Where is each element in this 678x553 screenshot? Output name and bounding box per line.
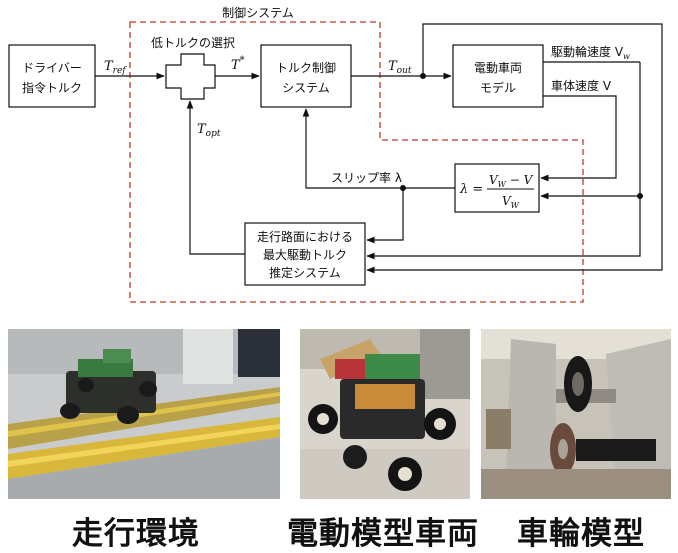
estimator-line2: 最大駆動トルク [263, 248, 347, 262]
slip-to-estimator [366, 188, 404, 244]
topt-label: Topt [197, 122, 221, 139]
lambda-lhs: λ = [459, 182, 483, 197]
vehicle-block-line2: モデル [480, 80, 516, 95]
electric-model-vehicle-photo [300, 329, 470, 499]
body-speed-line [540, 95, 617, 182]
caption-electric-model-vehicle: 電動模型車両 [287, 516, 479, 552]
max-torque-estimator-block [244, 222, 366, 286]
tout-label: Tout [388, 59, 412, 76]
wheel-model-photo [481, 329, 671, 499]
vehicle-model-block [452, 44, 544, 108]
track-environment-photo [8, 329, 280, 499]
slip-ratio-block [454, 163, 540, 213]
slip-label: スリップ率 λ [331, 170, 402, 185]
estimator-line3: 推定システム [269, 265, 341, 280]
driver-block-line2: 指令トルク [22, 80, 82, 95]
estimator-line1: 走行路面における [257, 229, 353, 244]
body-speed-label: 車体速度 V [551, 78, 612, 93]
tout-feedback-line [366, 23, 663, 274]
wheel-speed-label: 駆動輪速度 Vw [551, 44, 630, 61]
select-label: 低トルクの選択 [151, 36, 235, 50]
driver-block [8, 44, 96, 108]
vehicle-block-line1: 電動車両 [474, 61, 522, 75]
caption-track-environment: 走行環境 [72, 516, 200, 552]
driver-block-line1: ドライバー [22, 61, 82, 75]
slip-to-torque-control [302, 108, 403, 189]
control-block-diagram: 制御システム ドライバー 指令トルク Tref 低トルクの選択 T* トルク制御… [8, 5, 663, 303]
wheel-speed-to-estimator [366, 196, 641, 260]
frame-label: 制御システム [222, 5, 294, 20]
topt-arrow [186, 100, 245, 255]
caption-wheel-model: 車輪模型 [517, 516, 645, 552]
torque-block-line2: システム [282, 81, 330, 95]
control-system-frame [129, 21, 584, 303]
torque-control-block [260, 44, 352, 108]
lambda-numerator: VW − V [489, 173, 534, 189]
low-torque-select-block [165, 53, 216, 100]
lambda-denominator: VW [502, 194, 520, 210]
tref-label: Tref [104, 59, 127, 76]
tstar-label: T* [231, 55, 245, 73]
torque-block-line1: トルク制御 [276, 60, 336, 75]
